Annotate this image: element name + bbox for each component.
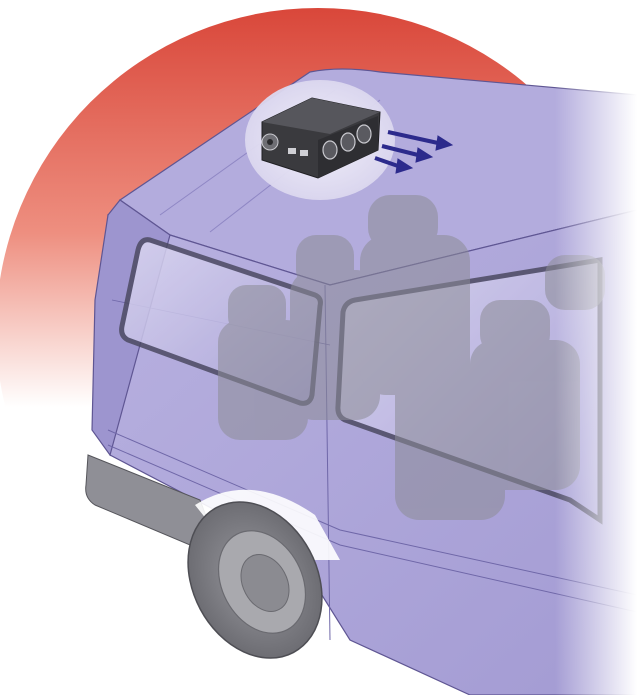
ac-unit-icon	[245, 80, 395, 200]
right-fade	[555, 0, 637, 695]
